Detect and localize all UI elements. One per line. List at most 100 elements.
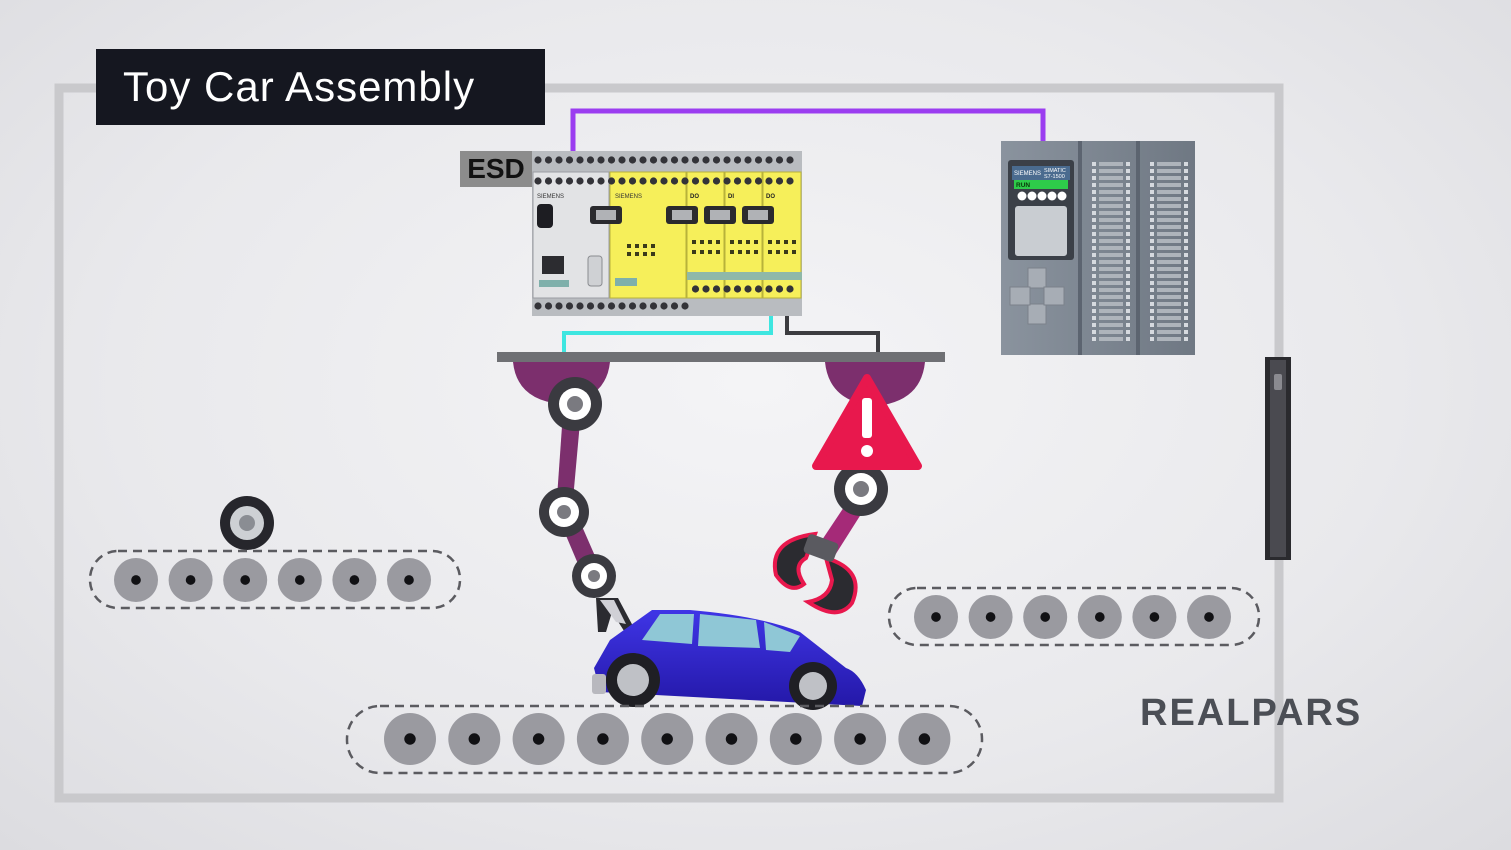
terminal-screw xyxy=(628,302,637,310)
warning-icon xyxy=(812,374,922,470)
io-label-strip xyxy=(1157,253,1181,257)
io-label-strip xyxy=(1099,162,1123,166)
io-led xyxy=(1184,176,1188,180)
io-led xyxy=(1150,218,1154,222)
plc-model-line2: S7-1500 xyxy=(1044,174,1065,180)
conveyor-roller-hub xyxy=(532,733,545,745)
io-led xyxy=(1092,197,1096,201)
io-led xyxy=(1150,337,1154,341)
io-label-strip xyxy=(1157,288,1181,292)
robot-arm-left xyxy=(513,362,634,634)
io-label-strip xyxy=(1099,197,1123,201)
terminal-screw xyxy=(576,302,584,310)
io-label-strip xyxy=(1157,183,1181,187)
terminal-screw xyxy=(744,156,752,164)
terminal-screw xyxy=(607,156,616,164)
io-led xyxy=(1184,260,1188,264)
terminal-screw xyxy=(754,177,763,185)
io-label-strip xyxy=(1157,323,1181,327)
io-led xyxy=(1150,316,1154,320)
io-led xyxy=(1126,176,1130,180)
io-led xyxy=(1150,295,1154,299)
io-label-strip xyxy=(1099,281,1123,285)
io-led xyxy=(1150,246,1154,250)
terminal-screw xyxy=(712,285,721,293)
terminal-screw xyxy=(712,177,721,185)
esd-label: ESD xyxy=(460,151,532,187)
io-label-strip xyxy=(1099,302,1123,306)
io-led xyxy=(1184,162,1188,166)
io-led xyxy=(1126,204,1130,208)
io-led xyxy=(1126,169,1130,173)
terminal-screw xyxy=(702,156,710,164)
io-led xyxy=(1126,197,1130,201)
io-led xyxy=(1184,274,1188,278)
plc-brand: SIEMENS xyxy=(1014,171,1041,177)
io-led xyxy=(1184,190,1188,194)
conveyor-roller-hub xyxy=(404,733,416,745)
terminal-screw xyxy=(649,177,658,185)
io-led xyxy=(1184,267,1188,271)
brand-logo: REALPARS xyxy=(1140,692,1363,734)
toy-car xyxy=(592,610,866,710)
conveyor-roller-hub xyxy=(468,733,481,745)
io-led xyxy=(1092,323,1096,327)
io-led xyxy=(1126,337,1130,341)
terminal-screw xyxy=(544,177,553,185)
io-label-strip xyxy=(1099,246,1123,250)
io-led xyxy=(1184,337,1188,341)
io-led xyxy=(1184,225,1188,229)
plc-status: RUN xyxy=(1016,182,1030,189)
io-led xyxy=(1184,169,1188,173)
io-label-strip xyxy=(1099,183,1123,187)
io-label-strip xyxy=(1157,162,1181,166)
io-label-strip xyxy=(1099,253,1123,257)
terminal-screw xyxy=(691,177,700,185)
io-led xyxy=(1150,169,1154,173)
io-label-strip xyxy=(1157,225,1181,229)
io-led xyxy=(1184,281,1188,285)
io-led xyxy=(1092,162,1096,166)
io-led xyxy=(1092,260,1096,264)
io-label-strip xyxy=(1099,204,1123,208)
io-led xyxy=(1092,246,1096,250)
terminal-screw xyxy=(534,156,542,164)
conveyor-roller-hub xyxy=(294,575,305,585)
io-led xyxy=(1150,267,1154,271)
io-label-strip xyxy=(1099,274,1123,278)
io-led xyxy=(1092,204,1096,208)
terminal-screw xyxy=(639,156,647,164)
io-led xyxy=(1184,253,1188,257)
io-label-strip xyxy=(1157,274,1181,278)
io-led xyxy=(1126,211,1130,215)
conveyor-bottom xyxy=(345,704,984,775)
io-led xyxy=(1184,302,1188,306)
io-led xyxy=(1126,309,1130,313)
terminal-screw xyxy=(544,156,553,164)
io-label-strip xyxy=(1157,197,1181,201)
terminal-screw xyxy=(618,302,626,310)
terminal-screw xyxy=(586,156,595,164)
terminal-screw xyxy=(565,302,574,310)
io-label-strip xyxy=(1099,239,1123,243)
io-label-strip xyxy=(1157,176,1181,180)
io-led xyxy=(1126,260,1130,264)
conveyor-roller-hub xyxy=(1149,612,1160,622)
io-led xyxy=(1126,253,1130,257)
io-label-strip xyxy=(1099,267,1123,271)
terminal-screw xyxy=(544,302,553,310)
io-label-strip xyxy=(1099,232,1123,236)
io-label-strip xyxy=(1099,316,1123,320)
io-label-strip xyxy=(1099,169,1123,173)
terminal-screw xyxy=(618,177,626,185)
terminal-screw xyxy=(649,156,658,164)
terminal-screw xyxy=(765,285,773,293)
io-label-strip xyxy=(1099,323,1123,327)
terminal-screw xyxy=(555,177,563,185)
esd-module-brand: SIEMENS xyxy=(615,194,642,200)
io-led xyxy=(1150,309,1154,313)
conveyor-roller-hub xyxy=(131,575,141,585)
io-led xyxy=(1126,302,1130,306)
terminal-screw xyxy=(534,302,542,310)
